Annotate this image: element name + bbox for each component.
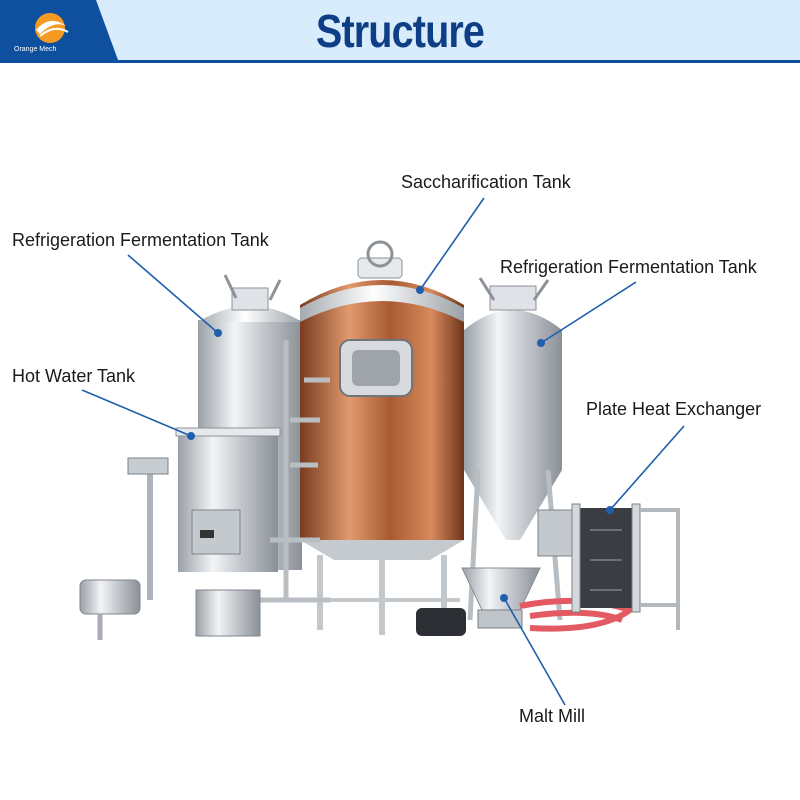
malt-mill bbox=[416, 567, 541, 636]
label-refrigeration-fermentation-tank-left: Refrigeration Fermentation Tank bbox=[12, 230, 269, 250]
label-refrigeration-fermentation-tank-right: Refrigeration Fermentation Tank bbox=[500, 257, 757, 277]
leader-saccharification bbox=[419, 197, 485, 291]
leader-hot-water bbox=[81, 389, 192, 437]
plate-heat-exchanger bbox=[571, 503, 680, 630]
label-plate-heat-exchanger: Plate Heat Exchanger bbox=[586, 399, 762, 419]
dot-saccharification bbox=[416, 286, 424, 294]
hot-water-tank bbox=[127, 427, 281, 600]
orange-mech-logo-icon bbox=[35, 13, 69, 43]
label-saccharification-tank: Saccharification Tank bbox=[401, 172, 571, 192]
hose bbox=[519, 597, 637, 632]
leader-dots bbox=[187, 286, 614, 602]
leader-lines bbox=[81, 197, 685, 706]
dot-fermentation-right bbox=[537, 339, 545, 347]
leader-malt-mill bbox=[503, 597, 566, 706]
label-hot-water-tank: Hot Water Tank bbox=[12, 366, 136, 386]
page-title: Structure bbox=[315, 5, 485, 57]
pump-unit bbox=[79, 579, 261, 640]
saccharification-tank bbox=[300, 240, 464, 635]
logo-text: Orange Mech bbox=[14, 46, 57, 53]
right-fermentation-tank bbox=[464, 277, 573, 621]
leader-plate-heat bbox=[609, 425, 685, 511]
leader-fermentation-left bbox=[127, 254, 219, 334]
dot-fermentation-left bbox=[214, 329, 222, 337]
label-malt-mill: Malt Mill bbox=[519, 706, 585, 726]
dot-plate-heat bbox=[606, 506, 614, 514]
leader-fermentation-right bbox=[540, 281, 637, 344]
dot-hot-water bbox=[187, 432, 195, 440]
dot-malt-mill bbox=[500, 594, 508, 602]
